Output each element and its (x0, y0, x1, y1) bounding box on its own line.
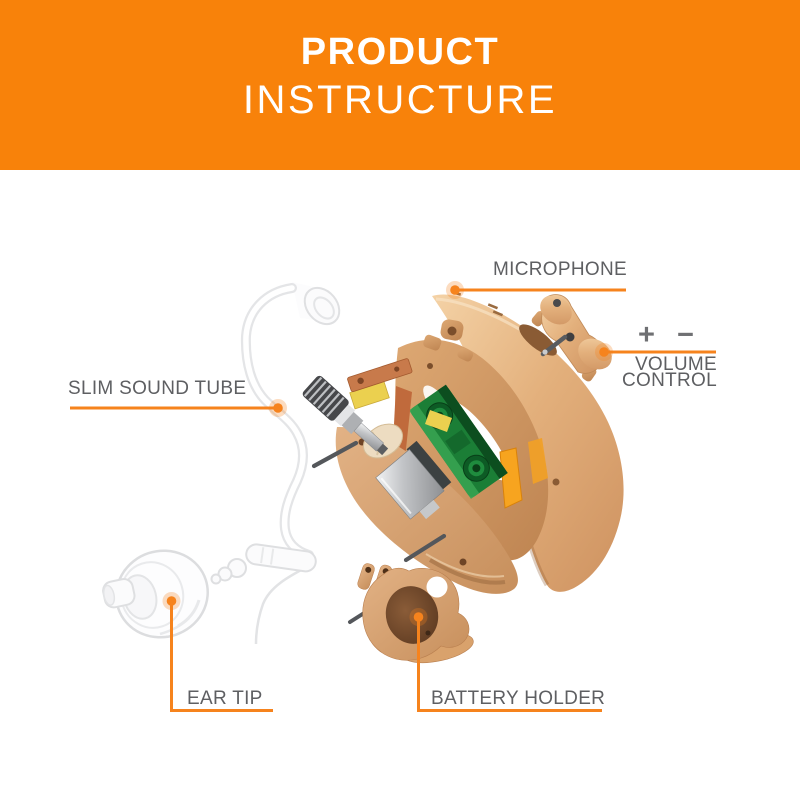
volume-control-label: VOLUME CONTROL (622, 354, 717, 391)
banner-title-line1: PRODUCT (300, 31, 500, 73)
volume-minus-symbol: − (677, 319, 694, 351)
battery-holder-label: BATTERY HOLDER (431, 688, 606, 709)
tube-connector (245, 543, 317, 573)
callout-annotations (70, 281, 716, 712)
slim-sound-tube-label: SLIM SOUND TUBE (68, 378, 247, 399)
slim-sound-tube (210, 282, 341, 645)
tube-retention-tail (254, 560, 317, 645)
metal-housing (375, 440, 452, 520)
tube-funnel (303, 286, 341, 326)
ear-tip-callout-line (170, 601, 273, 712)
title-banner: PRODUCT INSTRUCTURE (0, 0, 800, 170)
volume-plus-symbol: + (638, 319, 655, 351)
assembly-pin-upper (311, 440, 359, 469)
assembly-pin-lower (403, 533, 447, 563)
inner-chassis (335, 423, 518, 594)
screw-connector (302, 375, 389, 456)
battery-holder-notch (426, 576, 448, 598)
rocker-pin (540, 334, 568, 357)
exploded-view-diagram: MICROPHONE + − VOLUME CONTROL SLIM SOUND… (0, 170, 800, 800)
battery-holder-callout-line (417, 617, 602, 712)
banner-title-line2: INSTRUCTURE (242, 78, 558, 122)
ear-tip-dome (102, 549, 209, 639)
shell-hinge-lug (440, 319, 464, 341)
volume-rocker (531, 294, 612, 382)
ear-tip-label: EAR TIP (187, 688, 263, 709)
volume-plus-minus: + − (638, 320, 694, 350)
orange-contact-flaps (499, 438, 548, 509)
hearing-aid-illustration (70, 281, 716, 712)
microphone-label: MICROPHONE (493, 259, 627, 280)
